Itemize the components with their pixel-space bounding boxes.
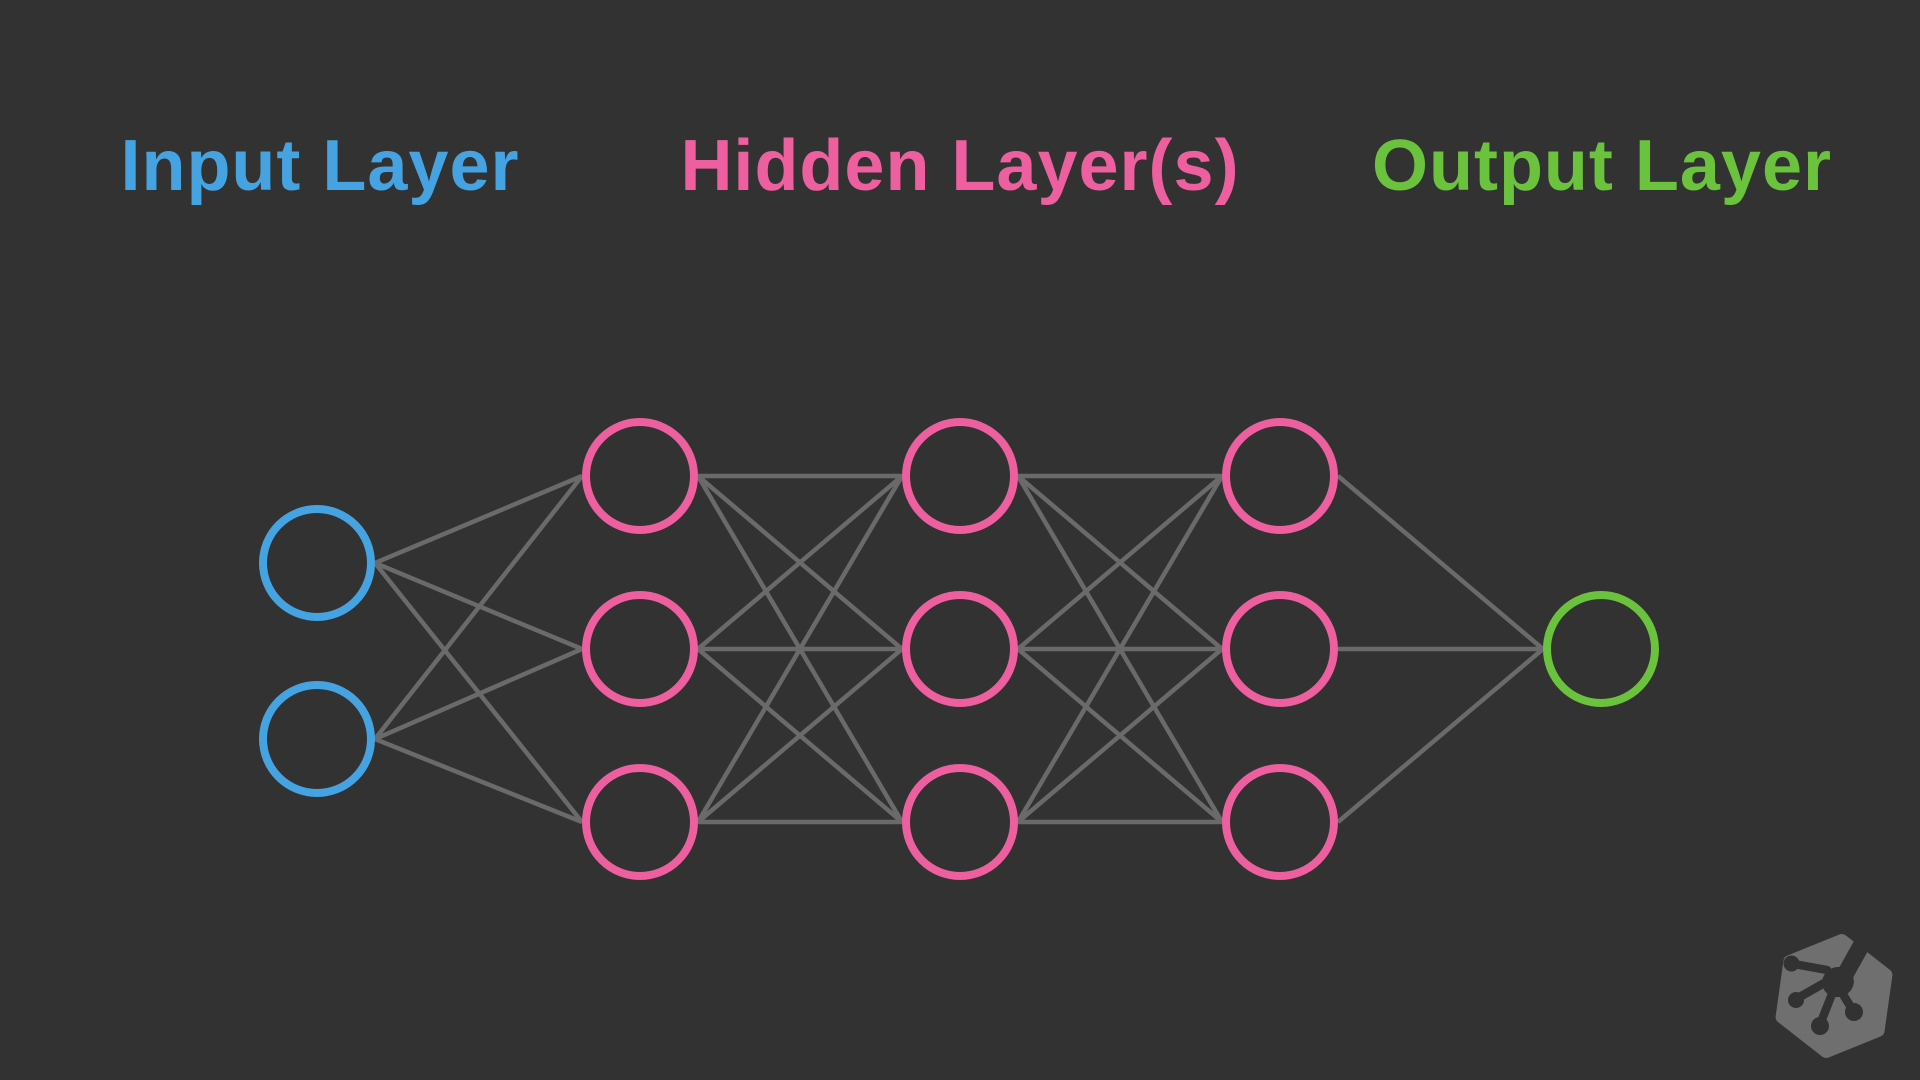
hidden-1-node-2 bbox=[582, 591, 698, 707]
edge-hidden-1-to-hidden-2 bbox=[696, 647, 904, 824]
input-node-2 bbox=[259, 681, 375, 797]
output-layer-label: Output Layer bbox=[1371, 126, 1833, 206]
edge-hidden-2-to-hidden-3 bbox=[1016, 474, 1224, 651]
hidden-3-node-3 bbox=[1222, 764, 1338, 880]
hidden-2-node-1 bbox=[902, 418, 1018, 534]
input-node-1 bbox=[259, 505, 375, 621]
edge-hidden-3-to-output bbox=[1336, 474, 1545, 651]
hidden-2-node-3 bbox=[902, 764, 1018, 880]
gecko-footprint-icon bbox=[1783, 922, 1880, 1035]
hidden-1-node-3 bbox=[582, 764, 698, 880]
edge-hidden-2-to-hidden-3 bbox=[1016, 474, 1224, 824]
edge-input-to-hidden-1 bbox=[374, 473, 583, 566]
hidden-layer-label: Hidden Layer(s) bbox=[680, 126, 1240, 206]
edge-input-to-hidden-1 bbox=[374, 646, 583, 742]
edge-input-to-hidden-1 bbox=[374, 736, 583, 825]
hidden-3-node-2 bbox=[1222, 591, 1338, 707]
brand-logo bbox=[1775, 922, 1893, 1058]
edge-hidden-3-to-output bbox=[1336, 647, 1545, 824]
hidden-3-node-1 bbox=[1222, 418, 1338, 534]
output-node-1 bbox=[1543, 591, 1659, 707]
hidden-1-node-1 bbox=[582, 418, 698, 534]
input-layer-label: Input Layer bbox=[120, 126, 520, 206]
edge-hidden-1-to-hidden-2 bbox=[696, 474, 904, 824]
edge-hidden-2-to-hidden-3 bbox=[1016, 647, 1224, 824]
hidden-2-node-2 bbox=[902, 591, 1018, 707]
edge-hidden-1-to-hidden-2 bbox=[696, 474, 904, 651]
edge-input-to-hidden-1 bbox=[373, 474, 584, 741]
